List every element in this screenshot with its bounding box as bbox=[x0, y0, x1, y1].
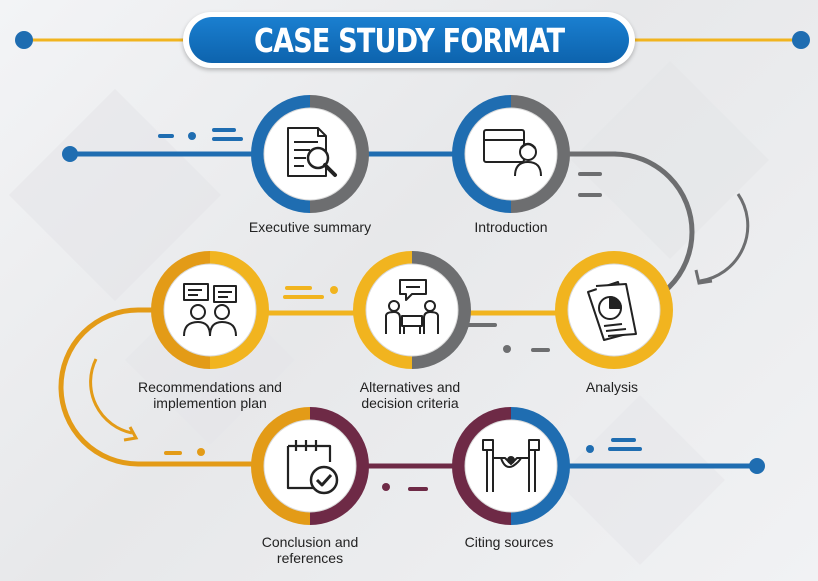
step-label-conclusion: Conclusion and references bbox=[261, 534, 359, 566]
page-title: CASE STUDY FORMAT bbox=[253, 20, 565, 60]
step-label-recommendations: Recommendations and implemention plan bbox=[138, 379, 282, 411]
step-introduction bbox=[452, 95, 570, 213]
step-analysis bbox=[555, 251, 673, 369]
step-label-analysis: Analysis bbox=[585, 379, 639, 395]
step-executive-summary bbox=[251, 95, 369, 213]
handshake-icon bbox=[482, 439, 540, 492]
step-conclusion bbox=[251, 407, 369, 525]
step-label-citing-sources: Citing sources bbox=[464, 534, 554, 550]
document-magnifier-icon bbox=[287, 127, 337, 177]
presenter-board-icon bbox=[483, 129, 542, 177]
meeting-discussion-icon bbox=[385, 279, 439, 334]
title-banner: CASE STUDY FORMAT bbox=[183, 12, 635, 68]
step-label-alternatives: Alternatives and decision criteria bbox=[359, 379, 461, 411]
step-citing-sources bbox=[452, 407, 570, 525]
calendar-check-icon bbox=[286, 440, 339, 495]
pie-chart-report-icon bbox=[587, 281, 637, 341]
title-banner-inner: CASE STUDY FORMAT bbox=[189, 17, 629, 63]
decorative-dashes bbox=[158, 128, 642, 491]
step-alternatives bbox=[353, 251, 471, 369]
step-label-introduction: Introduction bbox=[474, 219, 548, 235]
step-label-executive-summary: Executive summary bbox=[248, 219, 372, 235]
people-chat-icon bbox=[183, 283, 237, 337]
step-recommendations bbox=[151, 251, 269, 369]
